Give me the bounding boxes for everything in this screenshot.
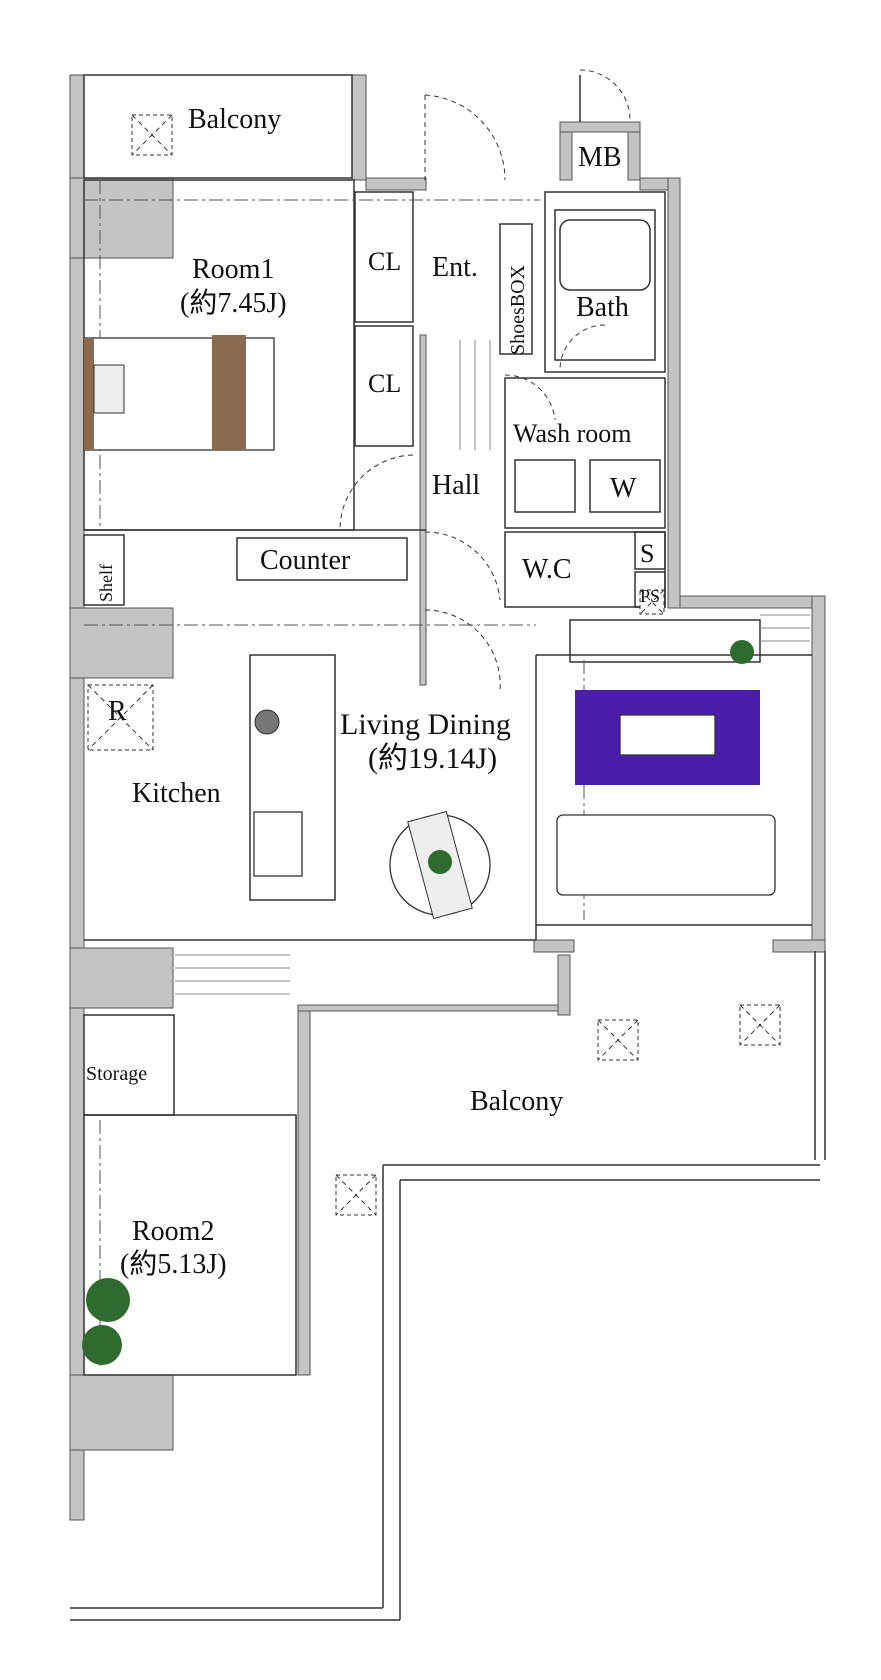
label-kitchen: Kitchen <box>132 778 221 809</box>
label-room1-size: (約7.45J) <box>180 287 287 319</box>
bed <box>83 335 275 451</box>
label-storage: Storage <box>86 1063 147 1085</box>
label-cl-2: CL <box>368 369 401 398</box>
label-shoes-box: ShoesBOX <box>507 264 529 355</box>
label-counter: Counter <box>260 545 351 576</box>
label-bath: Bath <box>576 292 629 323</box>
vent-boxes <box>87 114 781 1216</box>
label-room2: Room2 <box>132 1216 214 1247</box>
label-balcony-bottom: Balcony <box>470 1086 563 1117</box>
label-r: R <box>108 696 127 727</box>
label-hall: Hall <box>432 470 480 501</box>
label-ps: PS <box>640 586 660 606</box>
label-room1: Room1 <box>192 254 274 285</box>
dining-table <box>389 810 491 920</box>
label-living-dining: Living Dining <box>340 708 511 741</box>
label-wc: W.C <box>522 554 572 585</box>
label-wash-room: Wash room <box>513 419 632 448</box>
label-living-dining-size: (約19.14J) <box>368 742 497 775</box>
door-swings <box>339 69 631 691</box>
label-w: W <box>610 473 637 504</box>
sofa <box>556 690 776 896</box>
label-mb: MB <box>578 142 622 173</box>
room-labels: Balcony MB Room1 (約7.45J) CL CL Ent. Sho… <box>86 104 660 1280</box>
label-room2-size: (約5.13J) <box>120 1248 227 1280</box>
label-ent: Ent. <box>432 252 478 283</box>
tile-hatching <box>175 340 810 995</box>
interior-lines <box>70 74 826 1621</box>
label-shelf: Shelf <box>96 564 116 602</box>
label-balcony-top: Balcony <box>188 104 281 135</box>
kitchen-sink <box>253 709 303 877</box>
label-s: S <box>640 539 654 568</box>
plants <box>82 640 754 1365</box>
label-cl-1: CL <box>368 247 401 276</box>
